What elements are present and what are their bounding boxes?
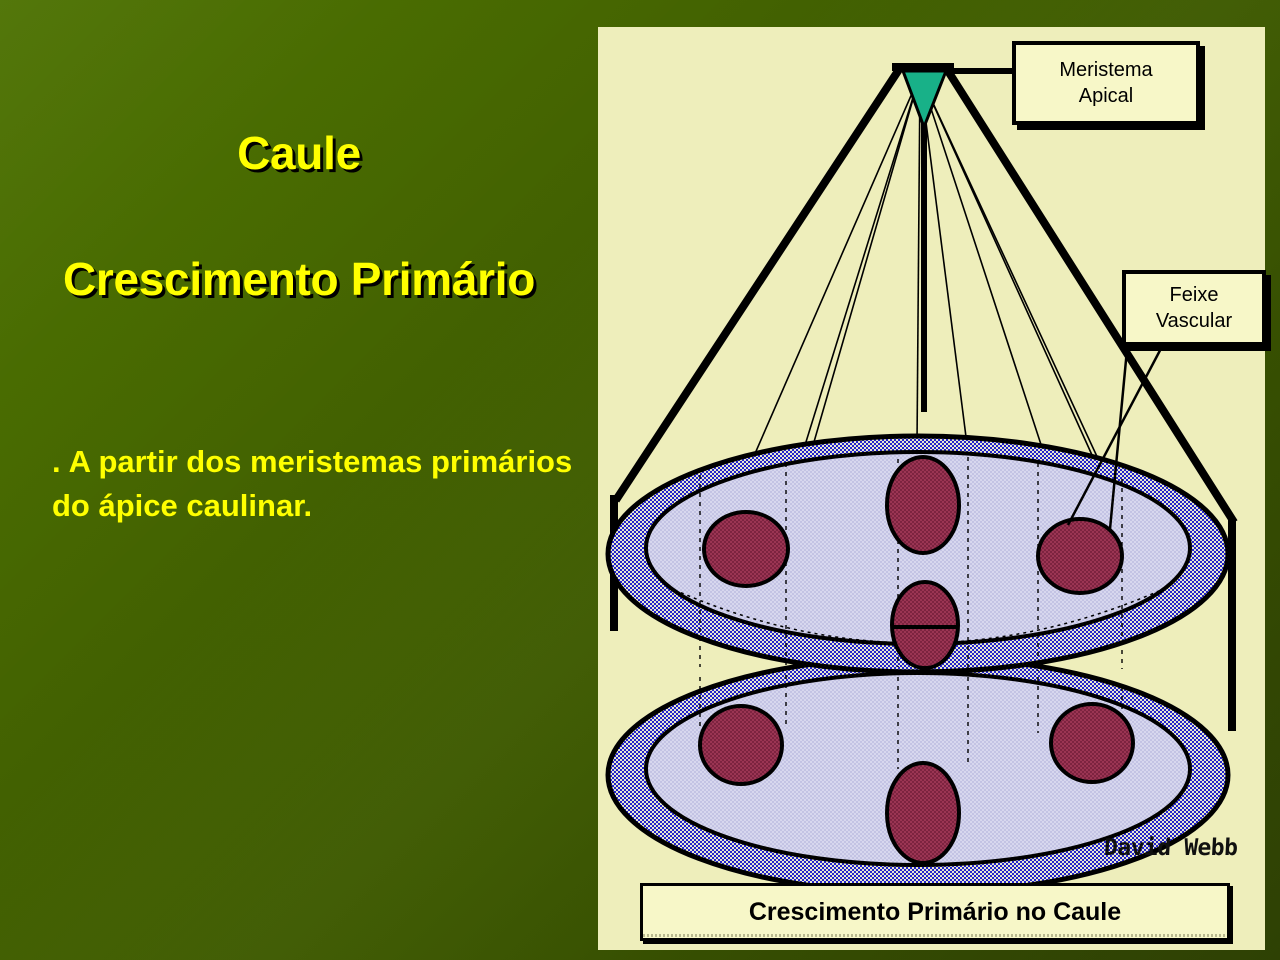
vascular-bundle bbox=[885, 455, 961, 555]
vascular-bundle bbox=[1049, 702, 1135, 784]
page-title: Caule bbox=[237, 127, 361, 179]
label-line-2: Apical bbox=[1078, 85, 1134, 107]
stem-growth-illustration bbox=[605, 63, 1238, 896]
label-feixe-vascular[interactable]: Feixe Vascular bbox=[1122, 270, 1266, 346]
vascular-bundle bbox=[885, 761, 961, 865]
upper-back-rim-arc bbox=[667, 586, 1169, 644]
procambium-strand-group bbox=[722, 74, 1127, 568]
cross-section-lower bbox=[605, 654, 1231, 896]
diagram-caption: Crescimento Primário no Caule bbox=[640, 883, 1230, 941]
vascular-bundle bbox=[702, 510, 790, 588]
feixe-leader-lines bbox=[1066, 338, 1168, 530]
diagram-panel: Meristema Apical Feixe Vascular David We… bbox=[598, 27, 1266, 950]
label-line-1: Meristema bbox=[1059, 59, 1153, 81]
vascular-bundle bbox=[1036, 517, 1124, 595]
bullet-marker: . bbox=[52, 444, 62, 479]
page-subtitle: Crescimento Primário bbox=[62, 253, 536, 305]
label-meristema-apical[interactable]: Meristema Apical bbox=[1012, 41, 1200, 125]
bullet-item: . A partir dos meristemas primários do á… bbox=[52, 440, 582, 528]
cross-section-upper bbox=[605, 433, 1231, 675]
slide-text-column: Caule Crescimento Primário . A partir do… bbox=[0, 0, 598, 960]
label-line-2: Vascular bbox=[1155, 310, 1233, 332]
bullet-text: A partir dos meristemas primários do ápi… bbox=[52, 444, 573, 524]
vascular-bundle bbox=[698, 704, 784, 786]
apical-meristem-triangle bbox=[900, 69, 949, 132]
artist-signature: David Webb bbox=[1103, 835, 1239, 861]
label-line-1: Feixe bbox=[1169, 284, 1219, 306]
stem-cone-outline bbox=[610, 63, 1238, 731]
diagram-caption-text: Crescimento Primário no Caule bbox=[748, 897, 1122, 926]
